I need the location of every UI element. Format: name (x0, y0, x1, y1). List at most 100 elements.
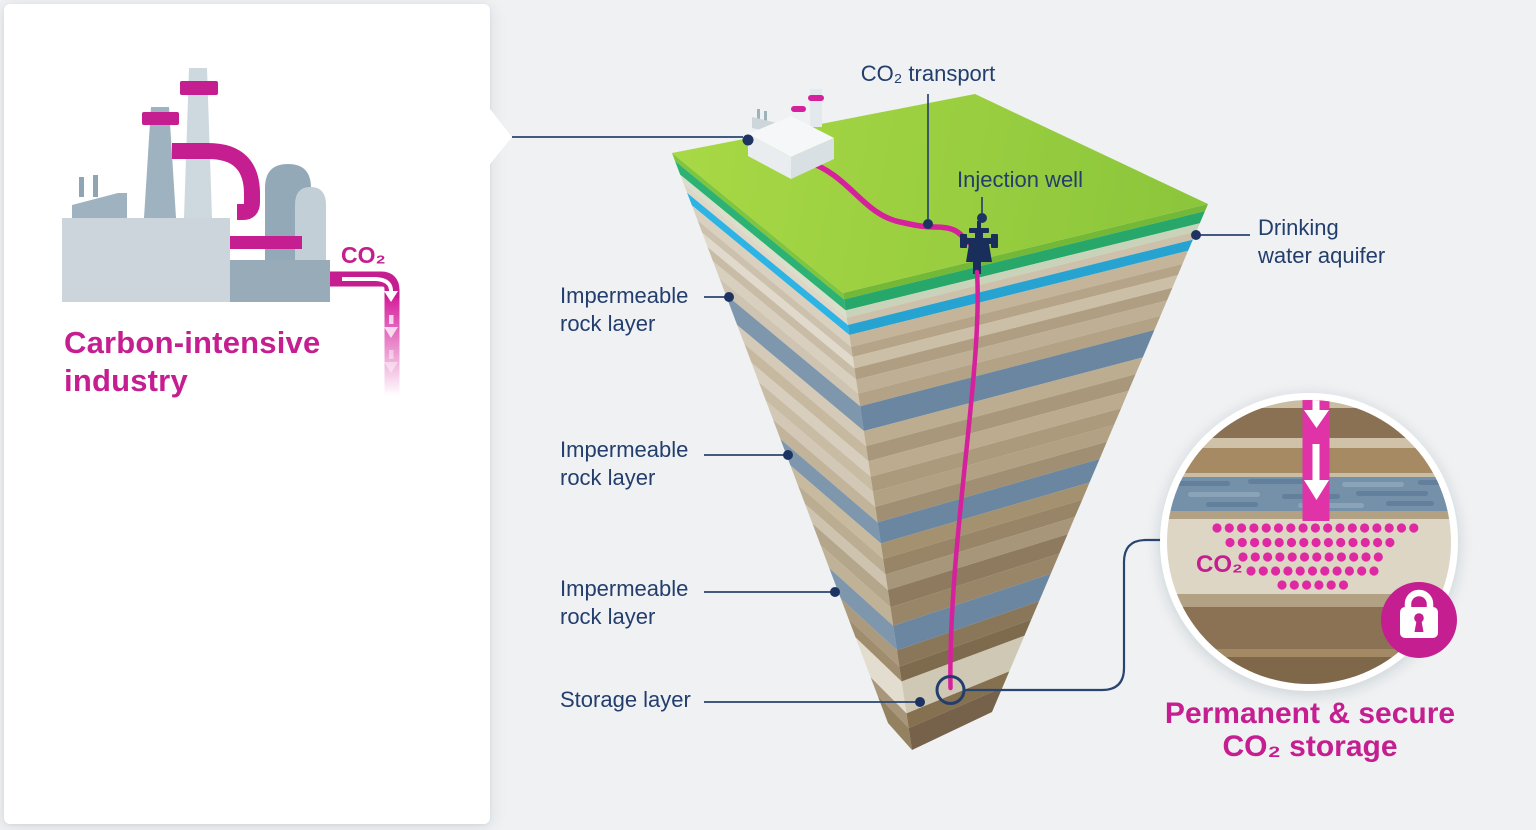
co2-dot (1237, 537, 1247, 548)
surface-factory-icon (748, 89, 834, 179)
co2-dot (1246, 566, 1256, 576)
co2-dot (1237, 523, 1247, 533)
rock-stratum (893, 573, 1051, 651)
rock-dash (1172, 481, 1230, 486)
co2-dot (1360, 537, 1370, 548)
well-bore-line (948, 269, 980, 691)
rock-stratum (725, 294, 864, 431)
co2-dot (1323, 537, 1333, 548)
rock-stratum (844, 211, 1205, 311)
co2-dot (1261, 523, 1271, 533)
leader-dots (724, 134, 1201, 707)
co2-dot (1262, 537, 1272, 548)
rock-stratum (901, 635, 1025, 714)
rock-stratum (697, 220, 853, 357)
co2-dot (1310, 523, 1320, 533)
co2-dot (1332, 566, 1342, 576)
rock-stratum (737, 325, 867, 447)
co2-dot (1396, 523, 1407, 533)
rock-dash (1298, 503, 1364, 508)
rock-stratum (845, 223, 1200, 318)
rock-stratum (672, 153, 844, 300)
co2-dot (1312, 552, 1322, 562)
co2-dot (1299, 537, 1309, 548)
co2-dot (1298, 523, 1308, 533)
rock-stratum (843, 204, 1208, 300)
rock-stratum (719, 278, 861, 407)
co2-dot (1283, 566, 1293, 576)
rock-stratum (829, 568, 897, 651)
rock-stratum (906, 671, 1010, 729)
co2-dot (1299, 552, 1310, 562)
rock-stratum (849, 250, 1189, 347)
rock-stratum (852, 275, 1178, 369)
card-co2-label: CO₂ (341, 242, 386, 268)
rock-stratum (890, 553, 1060, 626)
co2-dot (1307, 566, 1318, 576)
rock-dash (1356, 491, 1428, 496)
rock-stratum (702, 232, 855, 369)
injection-wellhead-icon (960, 221, 998, 274)
co2-dot (1349, 552, 1359, 562)
geological-wedge (672, 153, 1208, 750)
rock-dash (1206, 502, 1258, 507)
rock-stratum (840, 598, 900, 667)
rock-stratum (863, 357, 1143, 447)
co2-dot (1258, 566, 1268, 576)
co2-dot (1384, 523, 1394, 533)
rock-stratum (877, 695, 912, 750)
rock-stratum (856, 300, 1167, 394)
label-impermeable-2: Impermeable rock layer (560, 437, 689, 490)
rock-stratum (812, 523, 891, 608)
rock-stratum (870, 408, 1122, 492)
co2-dot (1373, 537, 1383, 548)
industry-card (4, 4, 490, 824)
inset-co2-label: CO₂ (1196, 551, 1243, 578)
co2-dot (1302, 580, 1312, 590)
co2-dot (1320, 566, 1330, 576)
lock-badge (1381, 582, 1457, 658)
rock-stratum (675, 161, 846, 311)
rock-stratum (707, 247, 857, 380)
rock-stratum (870, 677, 909, 729)
rock-stratum (758, 382, 873, 492)
co2-dot (1287, 552, 1297, 562)
rock-dash (1342, 482, 1404, 487)
rock-stratum (691, 205, 852, 347)
co2-dot (1250, 537, 1260, 548)
storage-inset (1160, 393, 1458, 691)
co2-dot (1277, 580, 1287, 590)
label-drinking-water: Drinking water aquifer (1258, 215, 1386, 268)
rock-dash (1282, 494, 1340, 499)
rock-stratum (858, 315, 1161, 407)
rock-stratum (780, 439, 881, 544)
co2-dot (1274, 537, 1284, 548)
co2-dot (1250, 552, 1260, 562)
co2-dot (1295, 566, 1305, 576)
co2-dot (1335, 523, 1345, 533)
rock-dash (1248, 479, 1326, 484)
rock-stratum (820, 545, 894, 626)
co2-dot (1212, 523, 1222, 533)
co2-dot (1344, 566, 1354, 576)
surface-field (672, 94, 1208, 293)
co2-dot (1289, 580, 1299, 590)
rock-stratum (680, 174, 847, 318)
co2-dot (1369, 566, 1379, 576)
co2-dot (1271, 566, 1281, 576)
co2-dot (1409, 523, 1419, 533)
rock-stratum (846, 231, 1197, 325)
co2-dot (1347, 523, 1357, 533)
inset-stratum (1167, 473, 1451, 477)
rock-stratum (797, 484, 886, 575)
inset-stratum (1167, 657, 1451, 684)
co2-dot (1326, 580, 1336, 590)
co2-dot (1286, 537, 1297, 548)
rock-stratum (897, 601, 1040, 667)
rock-stratum (908, 687, 1003, 750)
rock-stratum (751, 362, 871, 477)
inset-stratum (1167, 594, 1451, 607)
rock-stratum (868, 390, 1129, 477)
rock-stratum (855, 637, 907, 714)
